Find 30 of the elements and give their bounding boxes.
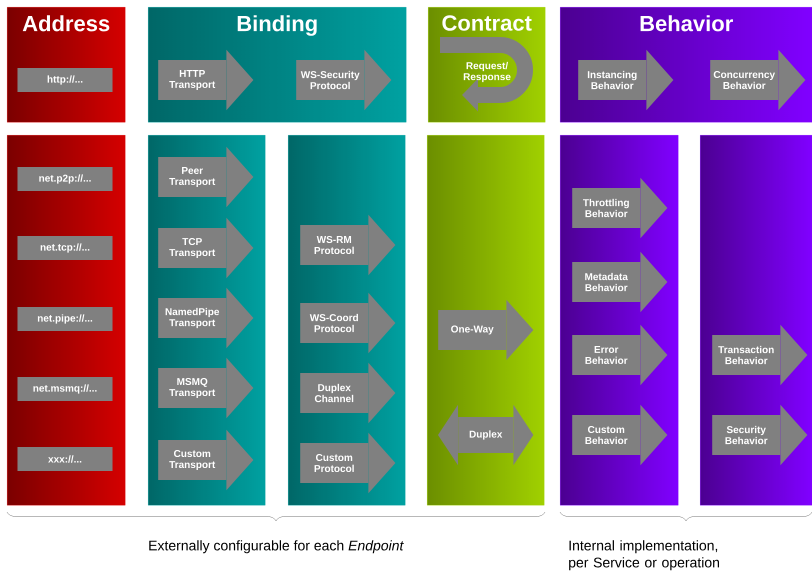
arrow-box: HTTP Transport bbox=[158, 50, 254, 110]
caption: Externally configurable for each Endpoint bbox=[149, 540, 404, 554]
arrow-box: Custom Behavior bbox=[572, 404, 668, 466]
arrow-box: Instancing Behavior bbox=[578, 50, 674, 110]
arrow-box: Concurrency Behavior bbox=[710, 50, 806, 110]
arrow-box: Throttling Behavior bbox=[572, 178, 668, 238]
arrow-box: Duplex Channel bbox=[300, 362, 396, 424]
arrow-box: NamedPipe Transport bbox=[158, 288, 254, 348]
url-box: net.p2p://... bbox=[18, 167, 112, 191]
url-box: xxx://... bbox=[18, 447, 112, 471]
arrow-box: Peer Transport bbox=[158, 146, 254, 208]
arrow-box: Error Behavior bbox=[572, 324, 668, 386]
arrow-box: WS-Coord Protocol bbox=[300, 292, 396, 354]
arrow-box: Security Behavior bbox=[712, 404, 808, 466]
arrow-box: Metadata Behavior bbox=[572, 252, 668, 312]
node-label: Request/ Response bbox=[464, 62, 511, 82]
caption: Internal implementation, per Service or operation bbox=[569, 540, 719, 570]
url-box: net.tcp://... bbox=[18, 236, 112, 260]
arrow-box: Transaction Behavior bbox=[712, 324, 808, 386]
arrow-box: MSMQ Transport bbox=[158, 358, 254, 418]
double-arrow-box: Duplex bbox=[438, 404, 534, 466]
arrow-box: WS-Security Protocol bbox=[296, 50, 392, 110]
arrow-box: TCP Transport bbox=[158, 218, 254, 278]
arrow-box: Custom Protocol bbox=[300, 432, 396, 494]
url-box: net.pipe://... bbox=[18, 307, 112, 331]
arrow-box: WS-RM Protocol bbox=[300, 214, 396, 276]
arrow-box: Custom Transport bbox=[158, 430, 254, 490]
arrow-box: One-Way bbox=[438, 300, 534, 360]
url-box: http://... bbox=[18, 68, 112, 92]
url-box: net.msmq://... bbox=[18, 377, 112, 401]
